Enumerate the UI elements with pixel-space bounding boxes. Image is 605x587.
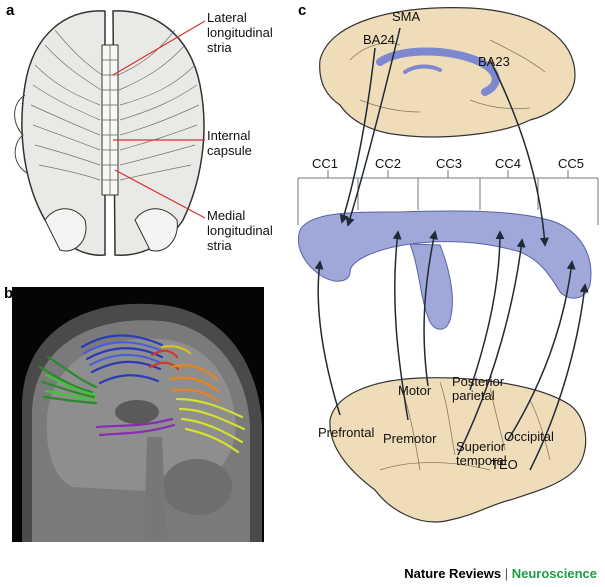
label-motor: Motor [398, 383, 432, 398]
label-occipital: Occipital [504, 429, 554, 444]
label-ba23: BA23 [478, 54, 510, 69]
label-line: stria [207, 40, 232, 55]
projection-arrow [529, 283, 589, 471]
label-line: Medial [207, 208, 246, 223]
label-line: Lateral [207, 10, 247, 25]
label-cc3: CC3 [436, 156, 463, 171]
label-premotor: Premotor [383, 431, 437, 446]
label-line: parietal [452, 388, 495, 403]
label-cc1: CC1 [312, 156, 339, 171]
journal-credit: Nature Reviews | Neuroscience [404, 566, 597, 581]
label-cc4: CC4 [495, 156, 522, 171]
callosal-projection-diagram [297, 7, 599, 523]
projection-arrow [339, 47, 376, 224]
label-posterior-parietal: Posterior parietal [452, 375, 504, 403]
projection-arrow [489, 59, 549, 247]
label-medial-longitudinal-stria: Medial longitudinal stria [207, 208, 273, 253]
projection-arrow [392, 230, 409, 421]
panel-c-letter: c [298, 2, 307, 19]
projection-arrow [423, 230, 438, 387]
projection-arrow [507, 260, 576, 441]
label-line: longitudinal [207, 223, 273, 238]
label-ba24: BA24 [363, 32, 395, 47]
brain-dissection-illustration [14, 10, 206, 256]
panel-a-letter: a [6, 2, 15, 19]
label-cc2: CC2 [375, 156, 402, 171]
projection-arrow [345, 27, 401, 227]
label-sma: SMA [392, 9, 421, 24]
mri-tractography-image [12, 287, 264, 542]
label-superior-temporal: Superior temporal [456, 440, 507, 468]
label-lateral-longitudinal-stria: Lateral longitudinal stria [207, 10, 273, 55]
projection-arrow [469, 230, 505, 391]
label-line: Superior [456, 439, 506, 454]
projection-arrow [314, 260, 341, 416]
label-line: longitudinal [207, 25, 273, 40]
label-line: capsule [207, 143, 252, 158]
label-internal-capsule: Internal capsule [207, 128, 252, 158]
projection-arrow [457, 238, 526, 456]
publisher-name: Nature Reviews [404, 566, 502, 581]
label-teo: TEO [491, 457, 518, 472]
credit-separator: | [504, 566, 509, 581]
label-line: stria [207, 238, 232, 253]
journal-name: Neuroscience [511, 566, 597, 581]
label-line: Posterior [452, 374, 505, 389]
panel-b-letter: b [4, 285, 14, 302]
label-prefrontal: Prefrontal [318, 425, 375, 440]
label-cc5: CC5 [558, 156, 585, 171]
label-line: temporal [456, 453, 507, 468]
label-line: Internal [207, 128, 251, 143]
